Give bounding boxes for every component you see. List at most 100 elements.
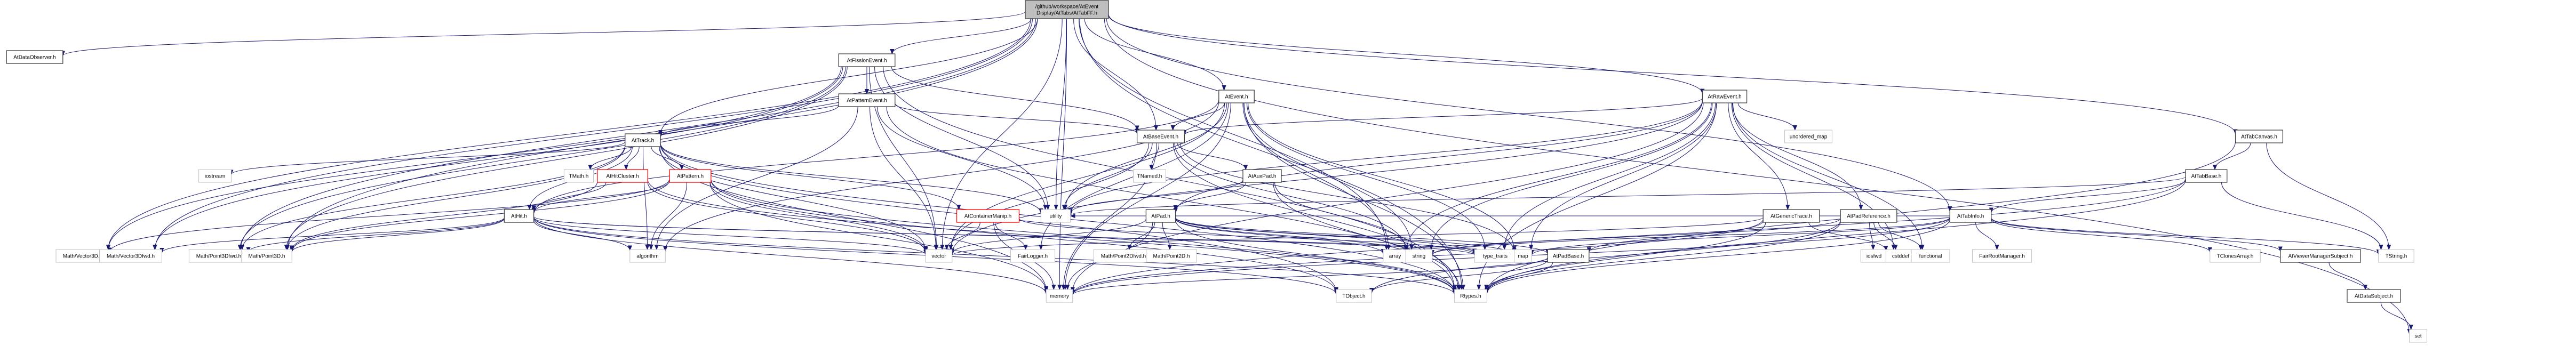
node-atpadbase[interactable]: AtPadBase.h	[1547, 249, 1590, 263]
node-box[interactable]	[1840, 209, 1897, 223]
node-atpadreference[interactable]: AtPadReference.h	[1840, 209, 1897, 223]
node-tstring[interactable]: TString.h	[2378, 249, 2414, 263]
node-unordered-map[interactable]: unordered_map	[1784, 130, 1832, 143]
node-map[interactable]: map	[1514, 249, 1532, 263]
node-box[interactable]	[838, 53, 896, 67]
node-root[interactable]: /github/workspace/AtEventDisplay/AtTabs/…	[1025, 0, 1109, 19]
node-attabcanvas[interactable]: AtTabCanvas.h	[2235, 130, 2284, 143]
node-memory[interactable]: memory	[1046, 289, 1073, 303]
node-box[interactable]	[1010, 249, 1056, 263]
node-point3d[interactable]: Math/Point3D.h	[241, 249, 292, 263]
node-box[interactable]	[1145, 209, 1176, 223]
node-box[interactable]	[1972, 249, 2032, 263]
node-box[interactable]	[925, 249, 953, 263]
node-box[interactable]	[625, 133, 661, 147]
node-tobject[interactable]: TObject.h	[1336, 289, 1372, 303]
node-atgenerictrace[interactable]: AtGenericTrace.h	[1762, 209, 1820, 223]
node-label: AtPadReference.h	[1847, 214, 1891, 220]
node-box[interactable]	[2280, 249, 2361, 263]
node-box[interactable]	[1218, 90, 1255, 103]
node-string[interactable]: string	[1405, 249, 1433, 263]
node-box[interactable]	[504, 209, 535, 223]
node-atviewermanagersubject[interactable]: AtViewerManagerSubject.h	[2280, 249, 2361, 263]
node-box[interactable]	[1911, 249, 1950, 263]
node-atfissionevent[interactable]: AtFissionEvent.h	[838, 53, 896, 67]
node-box[interactable]	[1949, 209, 1992, 223]
node-box[interactable]	[2210, 249, 2261, 263]
node-box[interactable]	[1885, 249, 1916, 263]
node-vector[interactable]: vector	[925, 249, 953, 263]
node-box[interactable]	[1133, 169, 1166, 183]
node-box[interactable]	[1383, 249, 1407, 263]
node-box[interactable]	[1336, 289, 1372, 303]
node-box[interactable]	[1784, 130, 1832, 143]
node-box[interactable]	[956, 209, 1020, 223]
node-box[interactable]	[2409, 329, 2427, 343]
node-point2dfwd[interactable]: Math/Point2Dfwd.h	[1093, 249, 1154, 263]
edge-atevent-to-memory	[1065, 102, 1231, 289]
node-set[interactable]: set	[2409, 329, 2427, 343]
node-box[interactable]	[1514, 249, 1532, 263]
node-box[interactable]	[99, 249, 162, 263]
node-atcontainermanip[interactable]: AtContainerManip.h	[956, 209, 1020, 223]
node-athit[interactable]: AtHit.h	[504, 209, 535, 223]
node-box[interactable]	[2378, 249, 2414, 263]
node-atbaseevent[interactable]: AtBaseEvent.h	[1136, 130, 1185, 143]
node-box[interactable]	[241, 249, 292, 263]
node-atdataobserver[interactable]: AtDataObserver.h	[6, 50, 63, 64]
node-fairrootmanager[interactable]: FairRootManager.h	[1972, 249, 2032, 263]
node-utility[interactable]: utility	[1040, 209, 1071, 223]
node-atpatternevent[interactable]: AtPatternEvent.h	[838, 93, 896, 107]
node-box[interactable]	[1547, 249, 1590, 263]
node-array[interactable]: array	[1383, 249, 1407, 263]
node-box[interactable]	[1136, 130, 1185, 143]
node-tmath[interactable]: TMath.h	[563, 169, 594, 183]
node-vector3dfwd[interactable]: Math/Vector3Dfwd.h	[99, 249, 162, 263]
node-fairlogger[interactable]: FairLogger.h	[1010, 249, 1056, 263]
node-box[interactable]	[198, 169, 232, 183]
node-box[interactable]	[2185, 169, 2228, 183]
node-point2d[interactable]: Math/Point2D.h	[1146, 249, 1197, 263]
node-point3dfwd[interactable]: Math/Point3Dfwd.h	[188, 249, 249, 263]
node-atdatasubject[interactable]: AtDataSubject.h	[2347, 289, 2401, 303]
edge-attrack-to-atcontainermanip	[660, 144, 959, 210]
node-algorithm[interactable]: algorithm	[629, 249, 666, 263]
node-atevent[interactable]: AtEvent.h	[1218, 90, 1255, 103]
node-functional[interactable]: functional	[1911, 249, 1950, 263]
node-box[interactable]	[1025, 0, 1109, 19]
node-atauxpad[interactable]: AtAuxPad.h	[1242, 169, 1282, 183]
node-box[interactable]	[1040, 209, 1071, 223]
node-atpad[interactable]: AtPad.h	[1145, 209, 1176, 223]
node-atrawevent[interactable]: AtRawEvent.h	[1702, 90, 1748, 103]
node-athitcluster[interactable]: AtHitCluster.h	[597, 169, 648, 183]
node-box[interactable]	[188, 249, 249, 263]
node-box[interactable]	[2347, 289, 2401, 303]
node-box[interactable]	[1762, 209, 1820, 223]
node-iosfwd[interactable]: iosfwd	[1860, 249, 1888, 263]
node-tnamed[interactable]: TNamed.h	[1133, 169, 1166, 183]
node-tclonesarray[interactable]: TClonesArray.h	[2210, 249, 2261, 263]
node-rtypes[interactable]: Rtypes.h	[1454, 289, 1487, 303]
node-box[interactable]	[1405, 249, 1433, 263]
node-box[interactable]	[563, 169, 594, 183]
node-box[interactable]	[597, 169, 648, 183]
node-box[interactable]	[1454, 289, 1487, 303]
node-cstddef[interactable]: cstddef	[1885, 249, 1916, 263]
node-attabinfo[interactable]: AtTabInfo.h	[1949, 209, 1992, 223]
node-iostream[interactable]: iostream	[198, 169, 232, 183]
node-box[interactable]	[669, 169, 712, 183]
node-box[interactable]	[1242, 169, 1282, 183]
node-box[interactable]	[2235, 130, 2284, 143]
node-atpattern[interactable]: AtPattern.h	[669, 169, 712, 183]
node-type-traits[interactable]: type_traits	[1474, 249, 1517, 263]
node-box[interactable]	[838, 93, 896, 107]
node-box[interactable]	[1860, 249, 1888, 263]
node-box[interactable]	[6, 50, 63, 64]
node-box[interactable]	[1093, 249, 1154, 263]
node-attrack[interactable]: AtTrack.h	[625, 133, 661, 147]
node-box[interactable]	[1046, 289, 1073, 303]
node-box[interactable]	[1702, 90, 1748, 103]
node-box[interactable]	[629, 249, 666, 263]
node-box[interactable]	[1146, 249, 1197, 263]
node-attabbase[interactable]: AtTabBase.h	[2185, 169, 2228, 183]
